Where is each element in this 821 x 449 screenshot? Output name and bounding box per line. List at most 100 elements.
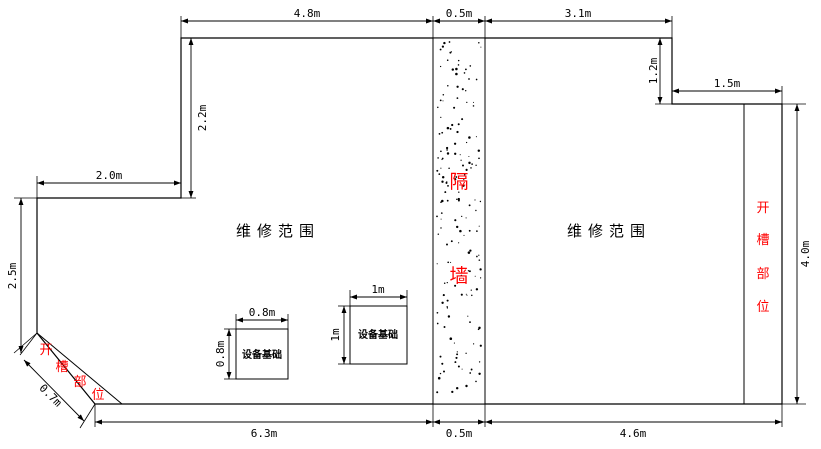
trench-right-label-char-3: 部: [756, 267, 769, 282]
wall-speckle: [451, 390, 454, 394]
equipment-small-label: 设备基础: [242, 348, 282, 361]
wall-speckle: [436, 322, 439, 325]
wall-speckle: [440, 218, 442, 220]
wall-speckle: [446, 243, 448, 246]
wall-speckle: [437, 233, 440, 235]
wall-speckle: [471, 163, 473, 165]
equipment-large-label: 设备基础: [358, 328, 398, 341]
wall-speckle: [454, 178, 457, 181]
wall-speckle: [465, 352, 467, 354]
wall-speckle: [454, 284, 457, 287]
dim-step-horizontal: 1.5m: [714, 77, 741, 90]
wall-speckle: [440, 212, 443, 214]
wall-speckle: [439, 99, 442, 102]
wall-speckle: [437, 106, 439, 109]
wall-speckle: [461, 118, 464, 121]
wall-speckle: [465, 168, 468, 171]
wall-speckle: [459, 229, 462, 233]
wall-speckle: [457, 64, 460, 66]
wall-speckle: [439, 372, 442, 375]
wall-speckle: [465, 217, 467, 219]
wall-speckle: [437, 376, 441, 380]
left-area-label: 维修范围: [236, 222, 320, 240]
wall-speckle: [455, 225, 459, 229]
wall-speckle: [469, 249, 472, 252]
wall-speckle: [468, 270, 471, 273]
wall-speckle: [443, 326, 446, 328]
wall-speckle: [453, 106, 456, 109]
wall-speckle: [446, 281, 448, 284]
wall-speckle: [443, 370, 445, 373]
wall-speckle: [475, 164, 477, 166]
wall-speckle: [456, 97, 459, 99]
wall-speckle: [478, 225, 480, 227]
wall-speckle: [446, 152, 450, 155]
wall-speckle: [447, 184, 449, 187]
wall-speckle: [475, 78, 478, 81]
wall-speckle: [449, 51, 452, 54]
wall-speckle: [456, 85, 459, 88]
trench-right-label-char-1: 开: [756, 201, 769, 216]
wall-speckle: [460, 293, 463, 296]
wall-speckle: [456, 130, 459, 134]
dim-equip-large-w: 1m: [371, 283, 385, 296]
wall-speckle: [478, 372, 481, 375]
wall-speckle: [461, 215, 463, 218]
wall-speckle: [444, 191, 447, 194]
wall-speckle: [460, 274, 463, 277]
wall-speckle: [474, 199, 476, 201]
wall-speckle: [441, 175, 445, 179]
wall-speckle: [476, 230, 478, 232]
extension-lines: [13, 16, 806, 429]
dimension-lines: [18, 18, 800, 425]
wall-speckle: [439, 65, 442, 68]
wall-speckle: [468, 78, 470, 80]
wall-speckle: [450, 51, 453, 53]
partition-wall: [432, 37, 486, 405]
dim-step-vertical: 1.2m: [647, 57, 660, 84]
wall-speckle: [455, 176, 458, 178]
wall-speckle: [441, 180, 444, 183]
wall-speckle: [455, 386, 459, 390]
wall-speckle: [460, 159, 462, 161]
partition-wall-texture: [436, 41, 482, 394]
wall-speckle: [446, 299, 449, 302]
wall-speckle: [441, 131, 444, 134]
dim-right-height: 4.0m: [799, 240, 812, 267]
wall-speckle: [440, 227, 442, 229]
wall-speckle: [472, 105, 475, 107]
wall-speckle: [478, 254, 480, 256]
equipment-base-large: [349, 305, 408, 365]
partition-label-char-1: 隔: [449, 171, 468, 193]
wall-speckle: [475, 209, 477, 212]
dim-left-height: 2.5m: [6, 262, 19, 289]
trench-right-label-char-2: 槽: [756, 233, 769, 248]
wall-speckle: [461, 88, 464, 91]
wall-speckle: [441, 199, 444, 203]
wall-speckle: [470, 368, 473, 371]
wall-speckle: [467, 251, 471, 254]
wall-speckle: [467, 270, 470, 272]
wall-speckle: [472, 101, 475, 103]
wall-speckle: [446, 149, 448, 151]
wall-speckle: [465, 90, 467, 92]
wall-speckle: [466, 294, 468, 296]
wall-speckle: [459, 154, 461, 156]
wall-speckle: [436, 263, 438, 265]
right-area-label: 维修范围: [567, 222, 651, 240]
wall-speckle: [457, 123, 460, 126]
wall-speckle: [465, 141, 468, 144]
trench-left-label-char-3: 部: [73, 375, 86, 390]
wall-speckle: [469, 321, 471, 323]
wall-speckle: [445, 146, 449, 150]
wall-speckle: [446, 59, 449, 61]
wall-speckle: [479, 277, 482, 279]
wall-speckle: [463, 173, 466, 176]
wall-speckle: [455, 356, 458, 359]
wall-speckle: [436, 169, 439, 172]
wall-speckle: [457, 365, 460, 368]
wall-speckle: [439, 355, 442, 358]
wall-speckle: [441, 301, 444, 304]
wall-speckle: [455, 72, 458, 76]
dim-bottom-wall: 0.5m: [446, 427, 473, 440]
